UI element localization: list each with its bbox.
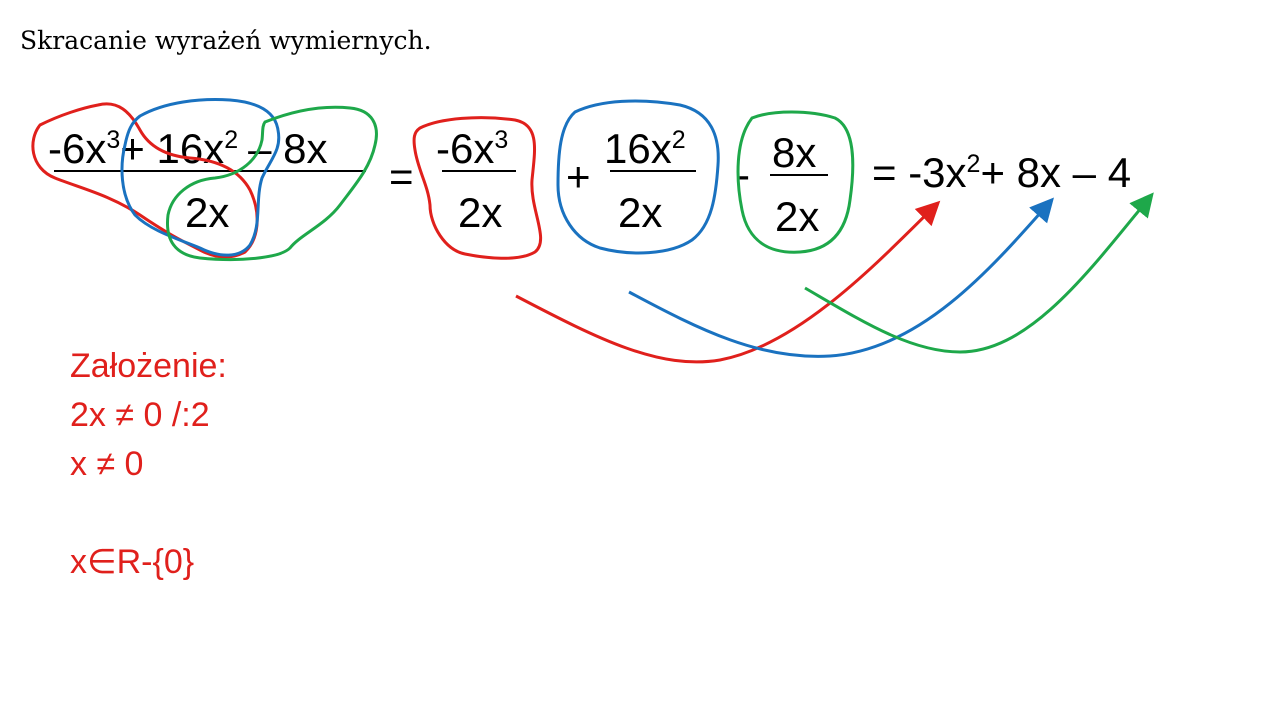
- main-numerator: -6x3+ 16x2 – 8x: [48, 128, 327, 170]
- num-term-1-exp: 3: [106, 126, 121, 154]
- plus-sign: +: [566, 153, 591, 200]
- slide-title: Skracanie wyrażeń wymiernych.: [20, 26, 432, 55]
- result-exp: 2: [966, 150, 981, 178]
- assumption-spacer: [70, 489, 227, 538]
- frac3-denominator: 2x: [775, 193, 820, 240]
- result-expression: = -3x2+ 8x – 4: [872, 152, 1131, 194]
- frac1-denominator: 2x: [458, 189, 503, 236]
- frac2-denominator: 2x: [618, 189, 663, 236]
- num-term-3: – 8x: [248, 125, 328, 172]
- num-term-2-exp: 2: [224, 126, 239, 154]
- blue-arrow: [628, 197, 1054, 358]
- frac1-num-text: -6x: [436, 125, 495, 172]
- frac1-bar: [442, 170, 516, 172]
- assumption-line-1: 2x ≠ 0 /:2: [70, 396, 210, 434]
- num-term-2: + 16x: [120, 125, 225, 172]
- frac2-num-exp: 2: [671, 126, 686, 154]
- minus-sign: -: [736, 151, 750, 198]
- result-rest: + 8x – 4: [980, 149, 1132, 196]
- result-eq: = -3x: [872, 149, 967, 196]
- main-denominator: 2x: [185, 189, 230, 236]
- num-term-1: -6x: [48, 125, 107, 172]
- frac2-bar: [610, 170, 696, 172]
- red-arrow: [515, 200, 941, 364]
- green-arrow: [804, 192, 1154, 354]
- frac2-numerator: 16x2: [604, 128, 686, 170]
- frac3-numerator: 8x: [772, 129, 817, 176]
- frac1-num-exp: 3: [494, 126, 509, 154]
- frac2-num-text: 16x: [604, 125, 672, 172]
- frac1-numerator: -6x3: [436, 128, 508, 170]
- assumption-heading: Założenie:: [70, 347, 227, 385]
- frac3-bar: [770, 174, 828, 176]
- assumption-line-2: x ≠ 0: [70, 445, 144, 483]
- main-fraction-bar: [54, 170, 366, 172]
- equals-sign: =: [389, 153, 414, 200]
- assumption-block: Założenie: 2x ≠ 0 /:2 x ≠ 0 x∈R-{0}: [70, 342, 227, 587]
- assumption-line-3: x∈R-{0}: [70, 543, 195, 581]
